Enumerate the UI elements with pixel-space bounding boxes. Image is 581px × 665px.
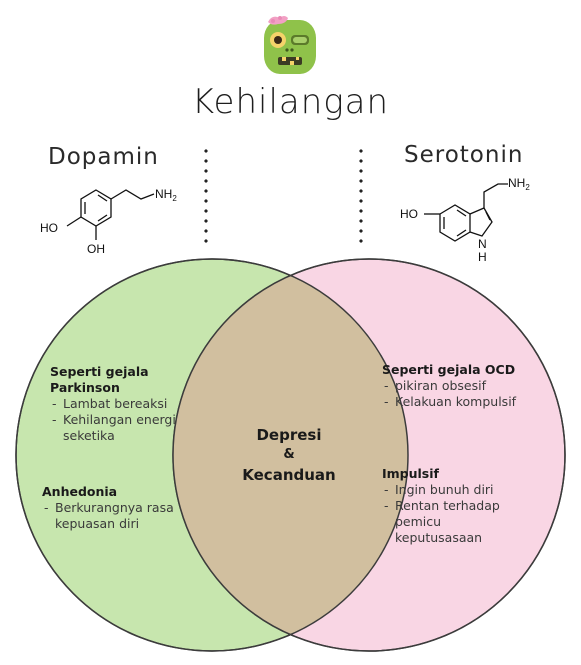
dopamine-name: Dopamin: [48, 144, 159, 170]
serotonin-section-ocd: Seperti gejala OCD pikiran obsesif Kelak…: [382, 362, 542, 410]
list-item: Kelakuan kompulsif: [382, 394, 542, 410]
list-item: Lambat bereaksi: [50, 396, 200, 412]
overlap-label: Depresi & Kecanduan: [224, 424, 354, 486]
serotonin-section-impulsif: Impulsif Ingin bunuh diri Rentan terhada…: [382, 466, 522, 546]
dotted-divider-left: [204, 146, 208, 248]
list-item: Kehilangan energi seketika: [50, 412, 200, 444]
list-item: Rentan terhadap pemicu keputusasaan: [382, 498, 517, 546]
overlap-region: [173, 259, 408, 651]
section-heading: Impulsif: [382, 466, 439, 481]
dopamine-amine-label: NH: [155, 187, 172, 201]
section-list: pikiran obsesif Kelakuan kompulsif: [382, 378, 542, 410]
dopamine-oh-label: OH: [87, 242, 105, 256]
dopamine-section-parkinson: Seperti gejala Parkinson Lambat bereaksi…: [50, 364, 210, 444]
overlap-line-3: Kecanduan: [242, 466, 336, 484]
dotted-divider-right: [359, 146, 363, 248]
serotonin-amine-subscript: 2: [525, 183, 530, 192]
list-item: Berkurangnya rasa kepuasan diri: [42, 500, 217, 532]
serotonin-molecule: NH2 HO N H: [400, 176, 530, 264]
serotonin-n-label: N: [478, 237, 487, 251]
serotonin-name: Serotonin: [404, 142, 524, 168]
serotonin-h-label: H: [478, 250, 487, 264]
section-list: Lambat bereaksi Kehilangan energi seketi…: [50, 396, 200, 444]
section-heading: Seperti gejala OCD: [382, 362, 516, 377]
section-heading: Anhedonia: [42, 484, 118, 499]
serotonin-ho-label: HO: [400, 207, 418, 221]
overlap-line-2: &: [283, 447, 295, 462]
section-list: Berkurangnya rasa kepuasan diri: [42, 500, 217, 532]
page-title: Kehilangan: [191, 82, 390, 122]
svg-text:NH2: NH2: [508, 176, 530, 192]
dopamine-ho-label: HO: [40, 221, 58, 235]
svg-text:NH2: NH2: [155, 187, 177, 203]
dopamine-molecule: NH2 HO OH: [40, 187, 177, 256]
list-item: pikiran obsesif: [382, 378, 542, 394]
dopamine-section-anhedonia: Anhedonia Berkurangnya rasa kepuasan dir…: [42, 484, 217, 532]
dopamine-amine-subscript: 2: [172, 194, 177, 203]
list-item: Ingin bunuh diri: [382, 482, 517, 498]
zombie-head-icon: [264, 16, 316, 74]
section-heading: Seperti gejala Parkinson: [50, 364, 149, 395]
serotonin-amine-label: NH: [508, 176, 525, 190]
section-list: Ingin bunuh diri Rentan terhadap pemicu …: [382, 482, 517, 546]
overlap-line-1: Depresi: [256, 426, 322, 444]
